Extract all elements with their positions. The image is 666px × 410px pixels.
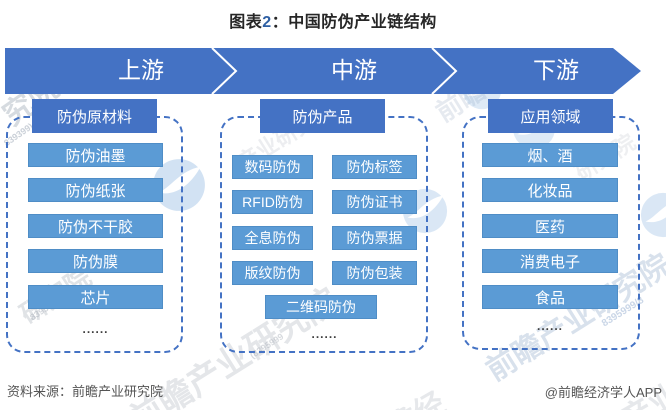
credit-note: @前瞻经济学人APP [544, 385, 662, 400]
stage-label-upstream: 上游 [118, 57, 164, 83]
item-box: 防伪不干胶 [28, 214, 163, 238]
item-box: 防伪纸张 [28, 178, 163, 202]
column-header-applications: 应用领域 [488, 99, 613, 133]
ellipsis-more: ...... [536, 319, 563, 333]
page-title: 图表2：中国防伪产业链结构 [0, 8, 666, 32]
item-box: 医药 [482, 214, 618, 238]
item-box: 防伪票据 [332, 226, 417, 250]
arrow-band-shape [5, 48, 641, 94]
item-box: 防伪膜 [28, 249, 163, 273]
item-box: 食品 [482, 285, 618, 309]
column-header-products: 防伪产品 [260, 99, 385, 133]
title-number: 2 [262, 14, 272, 31]
qianzhan-logo-watermark-icon [640, 192, 666, 238]
item-box: 版纹防伪 [232, 261, 313, 285]
process-arrow-banner [5, 47, 641, 95]
item-box: 防伪标签 [332, 155, 417, 179]
source-note: 资料来源：前瞻产业研究院 [7, 384, 164, 399]
item-box: 化妆品 [482, 178, 618, 202]
stage-label-downstream: 下游 [533, 57, 579, 83]
title-text: ：中国防伪产业链结构 [271, 14, 437, 31]
item-box: 消费电子 [482, 249, 618, 273]
item-box: RFID防伪 [232, 190, 313, 214]
chevron-divider-icon [431, 47, 458, 95]
watermark-text: 前瞻经 [352, 379, 452, 410]
item-box: 数码防伪 [232, 155, 313, 179]
item-box: 防伪证书 [332, 190, 417, 214]
title-prefix: 图表 [229, 14, 263, 31]
item-box: 芯片 [28, 285, 163, 309]
item-box: 全息防伪 [232, 226, 313, 250]
ellipsis-more: ...... [311, 327, 338, 341]
stage-label-midstream: 中游 [331, 57, 377, 83]
chevron-divider-icon [211, 47, 238, 95]
item-box: 防伪油墨 [28, 143, 163, 167]
item-box: 烟、酒 [482, 143, 618, 167]
column-header-raw-materials: 防伪原材料 [32, 99, 157, 133]
item-box: 防伪包装 [332, 261, 417, 285]
item-box: 二维码防伪 [265, 295, 377, 319]
ellipsis-more: ...... [82, 322, 109, 336]
